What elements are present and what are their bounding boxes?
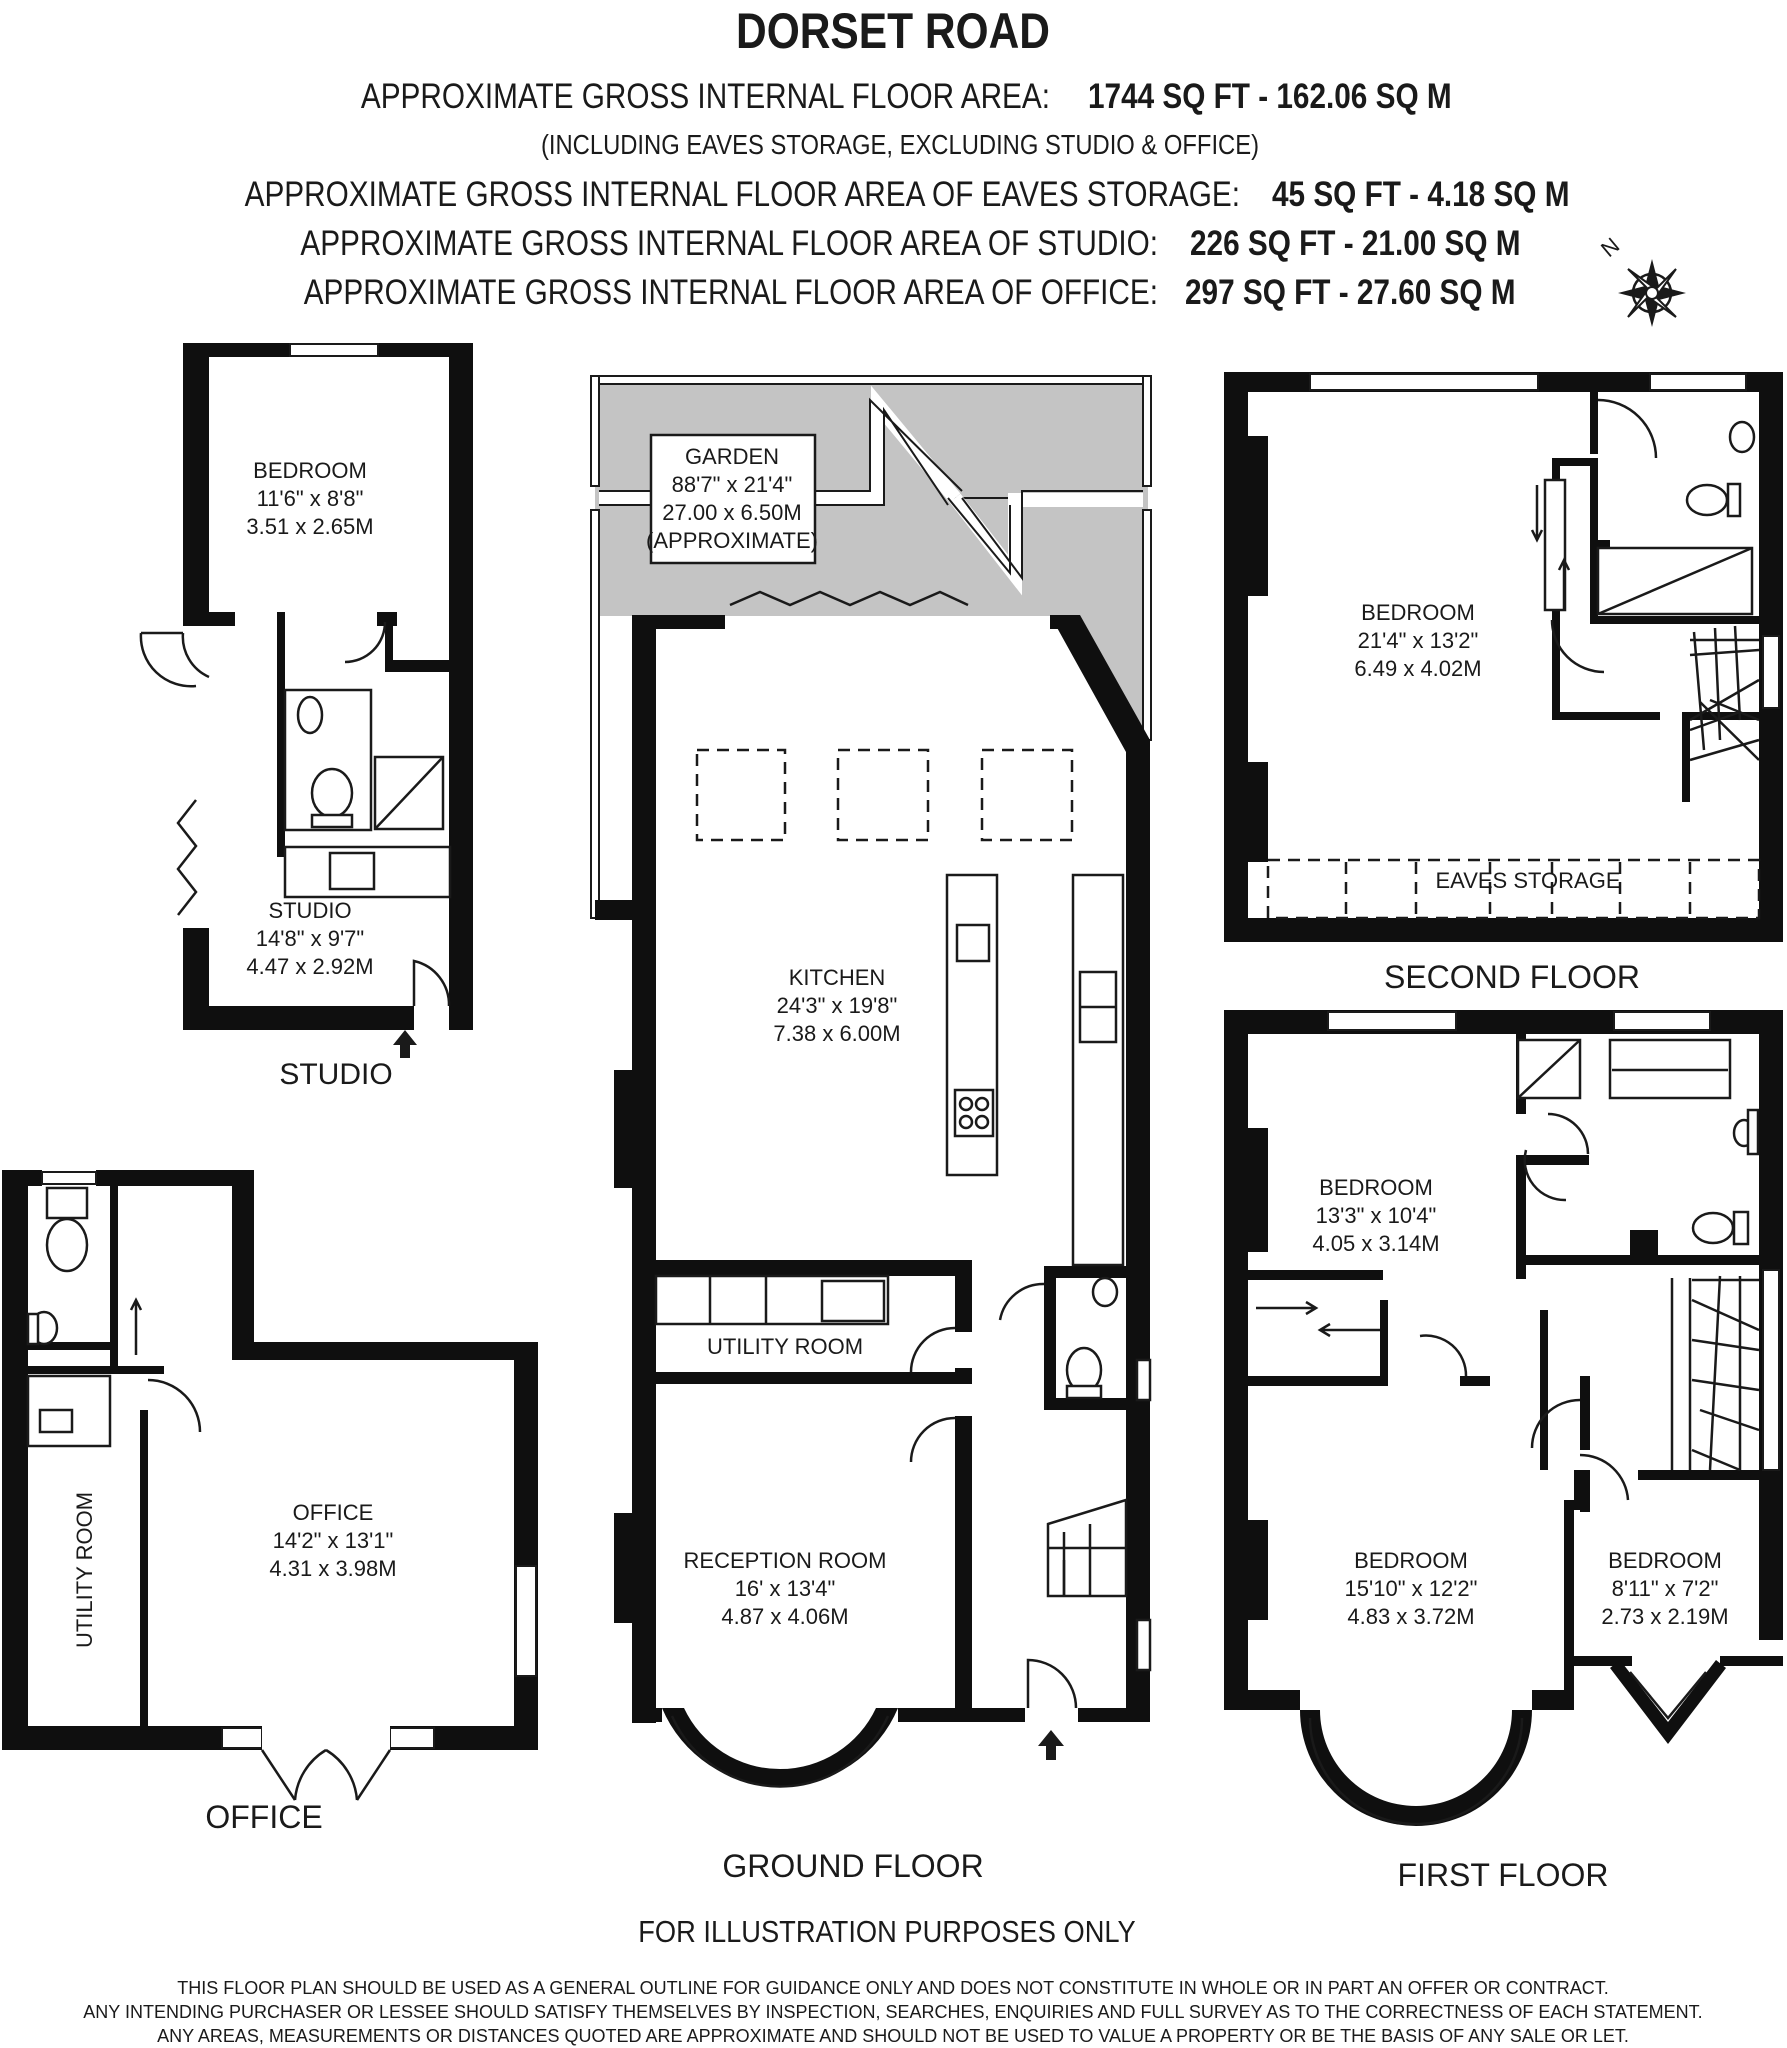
- main-entrance-arrow-icon: [1038, 1730, 1064, 1760]
- floor-label-studio: STUDIO: [279, 1058, 392, 1091]
- compass-rose-icon: N: [1596, 233, 1686, 327]
- first-bedroom-c-imperial: 8'11" x 7'2": [1612, 1576, 1719, 1601]
- floor-label-ground: GROUND FLOOR: [722, 1848, 983, 1884]
- disclaimer-line-2: ANY INTENDING PURCHASER OR LESSEE SHOULD…: [83, 2002, 1702, 2022]
- floor-label-office: OFFICE: [205, 1799, 322, 1835]
- office-area-label: APPROXIMATE GROSS INTERNAL FLOOR AREA OF…: [304, 273, 1158, 312]
- first-bedroom-a-metric: 4.05 x 3.14M: [1312, 1231, 1439, 1256]
- second-floor: BEDROOM 21'4" x 13'2" 6.49 x 4.02M EAVES…: [1224, 372, 1783, 995]
- second-bedroom-metric: 6.49 x 4.02M: [1354, 656, 1481, 681]
- second-bedroom-name: BEDROOM: [1361, 600, 1475, 625]
- studio-entrance-arrow-icon: [393, 1030, 417, 1058]
- first-bedroom-c-metric: 2.73 x 2.19M: [1601, 1604, 1728, 1629]
- utility-room-ground-name: UTILITY ROOM: [707, 1334, 863, 1359]
- eaves-area-label: APPROXIMATE GROSS INTERNAL FLOOR AREA OF…: [245, 175, 1240, 214]
- office-outbuilding: OFFICE 14'2" x 13'1" 4.31 x 3.98M UTILIT…: [2, 1170, 538, 1835]
- reception-imperial: 16' x 13'4": [735, 1576, 836, 1601]
- garden-imperial: 88'7" x 21'4": [672, 472, 793, 497]
- plan-title: DORSET ROAD: [736, 3, 1050, 59]
- office-room-name: OFFICE: [293, 1500, 374, 1525]
- first-bedroom-b-metric: 4.83 x 3.72M: [1347, 1604, 1474, 1629]
- garden-metric: 27.00 x 6.50M: [662, 500, 801, 525]
- studio-bedroom-imperial: 11'6" x 8'8": [257, 486, 364, 511]
- reception-metric: 4.87 x 4.06M: [721, 1604, 848, 1629]
- kitchen-name: KITCHEN: [789, 965, 886, 990]
- office-room-metric: 4.31 x 3.98M: [269, 1556, 396, 1581]
- garden-name: GARDEN: [685, 444, 779, 469]
- first-bedroom-b-name: BEDROOM: [1354, 1548, 1468, 1573]
- illustration-disclaimer: FOR ILLUSTRATION PURPOSES ONLY: [638, 1915, 1136, 1949]
- studio-bedroom-metric: 3.51 x 2.65M: [246, 514, 373, 539]
- eaves-storage-name: EAVES STORAGE: [1435, 868, 1620, 893]
- first-bedroom-a-imperial: 13'3" x 10'4": [1316, 1203, 1437, 1228]
- gross-area-note: (INCLUDING EAVES STORAGE, EXCLUDING STUD…: [541, 128, 1259, 160]
- floor-label-first: FIRST FLOOR: [1398, 1857, 1609, 1893]
- gross-area-value: 1744 SQ FT - 162.06 SQ M: [1088, 77, 1452, 116]
- footer: FOR ILLUSTRATION PURPOSES ONLY THIS FLOO…: [83, 1915, 1702, 2046]
- header: DORSET ROAD APPROXIMATE GROSS INTERNAL F…: [245, 3, 1570, 312]
- floor-label-second: SECOND FLOOR: [1384, 959, 1640, 995]
- studio-room-imperial: 14'8" x 9'7": [256, 926, 364, 951]
- studio-area-label: APPROXIMATE GROSS INTERNAL FLOOR AREA OF…: [300, 224, 1158, 263]
- first-floor: BEDROOM 13'3" x 10'4" 4.05 x 3.14M BEDRO…: [1224, 1010, 1783, 1893]
- ground-floor: GARDEN 88'7" x 21'4" 27.00 x 6.50M (APPR…: [590, 375, 1152, 1884]
- studio-room-name: STUDIO: [268, 898, 351, 923]
- office-room-imperial: 14'2" x 13'1": [273, 1528, 394, 1553]
- utility-room-office-name: UTILITY ROOM: [72, 1492, 97, 1648]
- first-bedroom-a-name: BEDROOM: [1319, 1175, 1433, 1200]
- disclaimer-line-3: ANY AREAS, MEASUREMENTS OR DISTANCES QUO…: [157, 2026, 1629, 2046]
- office-area-value: 297 SQ FT - 27.60 SQ M: [1185, 273, 1516, 312]
- first-bedroom-b-imperial: 15'10" x 12'2": [1345, 1576, 1478, 1601]
- studio-area-value: 226 SQ FT - 21.00 SQ M: [1190, 224, 1521, 263]
- studio-outbuilding: BEDROOM 11'6" x 8'8" 3.51 x 2.65M STUDIO…: [139, 343, 473, 1091]
- garden-note: (APPROXIMATE): [646, 528, 818, 553]
- second-bedroom-imperial: 21'4" x 13'2": [1358, 628, 1479, 653]
- first-bedroom-c-name: BEDROOM: [1608, 1548, 1722, 1573]
- compass-north-label: N: [1596, 233, 1624, 262]
- kitchen-imperial: 24'3" x 19'8": [777, 993, 898, 1018]
- reception-name: RECEPTION ROOM: [684, 1548, 887, 1573]
- kitchen-metric: 7.38 x 6.00M: [773, 1021, 900, 1046]
- eaves-area-value: 45 SQ FT - 4.18 SQ M: [1272, 175, 1569, 214]
- studio-room-metric: 4.47 x 2.92M: [246, 954, 373, 979]
- disclaimer-line-1: THIS FLOOR PLAN SHOULD BE USED AS A GENE…: [177, 1978, 1609, 1998]
- gross-area-label: APPROXIMATE GROSS INTERNAL FLOOR AREA:: [361, 77, 1050, 116]
- studio-bedroom-name: BEDROOM: [253, 458, 367, 483]
